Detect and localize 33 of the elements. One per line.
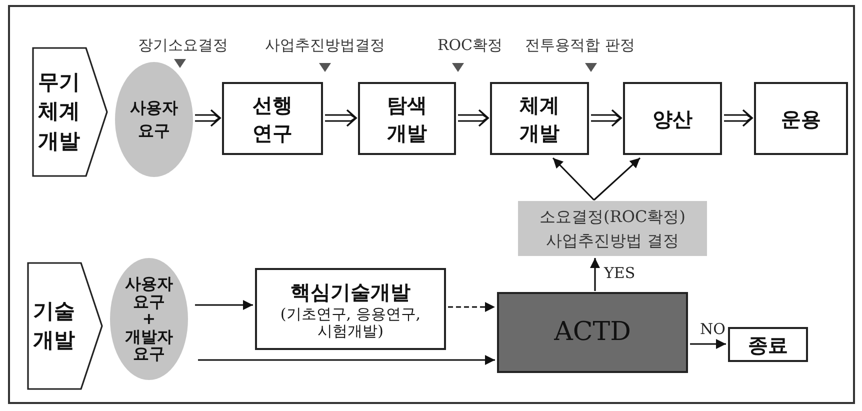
chevron-shape: [32, 47, 108, 177]
process-box: 선행 연구: [222, 82, 323, 155]
arrow: [448, 302, 495, 312]
arrow: [593, 157, 641, 201]
milestone-label: ROC확정: [437, 36, 503, 55]
arrow: [590, 258, 600, 291]
double-arrow: [723, 109, 753, 127]
milestone-label: 전투용적합 판정: [525, 36, 635, 55]
double-arrow: [194, 109, 221, 127]
stage-label: 무기 체계 개발: [38, 68, 80, 155]
process-box: [255, 268, 446, 350]
ellipse: 사용자 요구 + 개발자 요구: [110, 258, 188, 380]
milestone-label: 장기소요결정: [138, 36, 228, 55]
chevron-shape: [27, 262, 103, 390]
process-box: 탐색 개발: [358, 82, 456, 155]
process-box: 양산: [623, 82, 722, 155]
box-note: (기초연구, 응용연구, 시험개발): [279, 306, 422, 340]
double-arrow: [324, 109, 357, 127]
arrow: [552, 157, 595, 201]
double-arrow: [457, 109, 489, 127]
arrow: [198, 355, 495, 365]
double-arrow: [590, 109, 622, 127]
stage-label: 기술 개발: [33, 298, 75, 354]
ellipse: 사용자 요구: [115, 62, 193, 177]
milestone-label: 사업추진방법결정: [265, 36, 385, 55]
process-box: ACTD: [497, 292, 688, 373]
arrow: [195, 300, 253, 310]
process-box: 체계 개발: [490, 82, 589, 155]
box-title: 핵심기술개발: [290, 278, 410, 306]
process-box: 운용: [754, 82, 848, 155]
arrow: [690, 339, 726, 349]
process-box: 종료: [728, 327, 808, 362]
decision-box: 소요결정(ROC확정) 사업추진방법 결정: [518, 201, 707, 256]
